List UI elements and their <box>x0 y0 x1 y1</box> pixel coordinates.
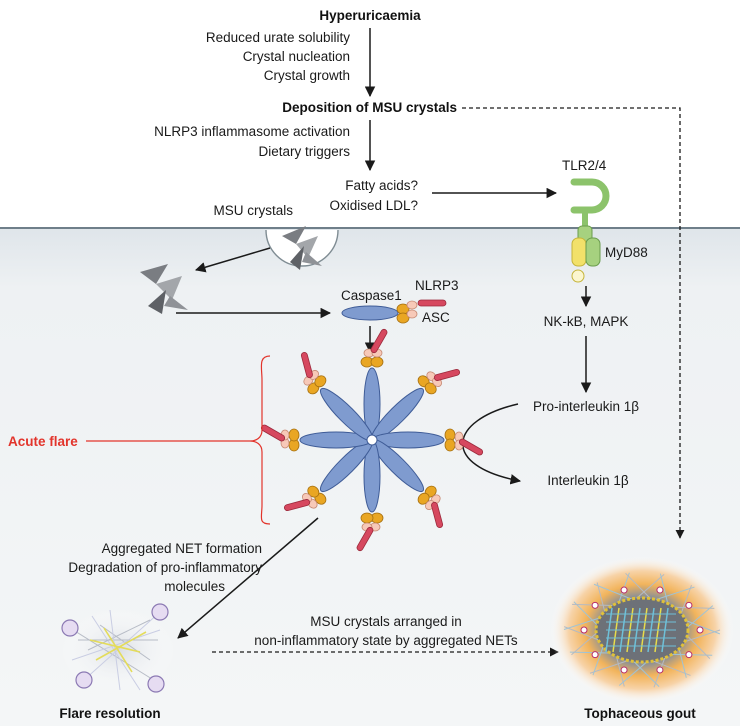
asc-unit <box>288 428 300 442</box>
crystal-shard <box>282 226 306 244</box>
asc-unit <box>396 312 410 324</box>
crystal-shard <box>148 290 166 314</box>
asc-unit <box>360 512 374 524</box>
net-fibre <box>87 619 151 651</box>
crystal-shard <box>164 296 188 310</box>
arrow-crystals-released <box>194 247 271 273</box>
net-fibre <box>99 624 151 661</box>
net-fibres <box>69 609 161 691</box>
myd88-green <box>585 237 601 267</box>
tophus-cell <box>685 651 693 659</box>
tophus-cell <box>591 651 599 659</box>
tophus-cell <box>580 626 588 634</box>
dashed-arrow-to-tophaceous <box>462 107 685 539</box>
nlrp3-unit <box>417 299 447 307</box>
deposition-title: Deposition of MSU crystals <box>282 100 457 115</box>
phagosome <box>265 226 339 270</box>
arranged-line-2: non-inflammatory state by aggregated NET… <box>254 633 518 648</box>
top-step-3: Crystal growth <box>264 68 350 83</box>
crystal-shard <box>156 276 182 300</box>
net-fibre <box>69 627 161 685</box>
signal-label: NK-kB, MAPK <box>544 314 629 329</box>
tlr-hook <box>570 178 610 214</box>
myd88-label: MyD88 <box>605 245 648 260</box>
asc-unit <box>370 356 384 368</box>
msu-needle <box>103 627 133 673</box>
inflammasome-assembly <box>260 328 484 552</box>
nlrp3-unit <box>300 351 313 379</box>
msu-needle <box>95 631 147 661</box>
myd88-adaptor: MyD88 <box>571 237 648 283</box>
neutrophil <box>75 671 93 689</box>
deposition-step-2: Dietary triggers <box>258 144 350 159</box>
trigger-fatty-acids: Fatty acids? <box>345 178 418 193</box>
tophus <box>550 556 734 704</box>
deposition-step-1: NLRP3 inflammasome activation <box>154 124 350 139</box>
top-step-2: Crystal nucleation <box>243 49 350 64</box>
myd88-yellow <box>571 237 587 267</box>
crystal-shard <box>302 252 322 266</box>
wheel-spoke <box>260 424 373 452</box>
inflammasome: Caspase1 NLRP3 ASC <box>341 278 459 325</box>
neutrophil <box>61 619 79 637</box>
acute-flare-annotation: Acute flare <box>8 355 271 525</box>
tophus-cell <box>685 601 693 609</box>
asc-unit <box>444 438 456 452</box>
tophus-cell <box>591 601 599 609</box>
nlrp3-unit <box>433 368 461 381</box>
asc-label: ASC <box>422 310 450 325</box>
nlrp3-unit <box>431 501 444 529</box>
wheel-spoke <box>300 351 374 442</box>
acute-flare-label: Acute flare <box>8 434 78 449</box>
nlrp3-label: NLRP3 <box>415 278 459 293</box>
tophus-crystals <box>580 586 704 674</box>
net-line-1: Aggregated NET formation <box>102 541 262 556</box>
tophus-cell <box>656 586 664 594</box>
msu-crystal-cluster-cytosol <box>140 264 188 314</box>
hyperuricaemia-title: Hyperuricaemia <box>319 8 421 23</box>
wheel-spoke <box>370 368 461 442</box>
arranged-line-1: MSU crystals arranged in <box>310 614 462 629</box>
msu-crystals-label: MSU crystals <box>213 203 293 218</box>
nlrp3-pyrin <box>406 309 418 319</box>
arrow-to-resolution <box>177 517 319 639</box>
nlrp3-pyrin <box>406 300 418 310</box>
wheel-spoke <box>283 438 374 512</box>
tophus-cell <box>620 586 628 594</box>
flare-resolution-label: Flare resolution <box>59 706 160 721</box>
crystal-shard <box>296 236 318 258</box>
il1b-label: Interleukin 1β <box>547 473 629 488</box>
tophus-cell <box>696 626 704 634</box>
wheel-hub <box>366 434 378 446</box>
caspase1-unit <box>341 305 399 321</box>
net-fibre <box>91 615 141 691</box>
crystal-shard <box>140 264 168 284</box>
net-line-2: Degradation of pro-inflammatory <box>68 560 262 575</box>
caspase1-label: Caspase1 <box>341 288 402 303</box>
top-step-1: Reduced urate solubility <box>206 30 350 45</box>
net-fibre <box>71 629 161 661</box>
wheel-spoke <box>370 438 444 529</box>
aggregated-net-cluster <box>60 603 176 693</box>
neutrophil <box>151 603 169 621</box>
msu-crystal-cluster-vesicle <box>282 226 322 270</box>
tlr-label: TLR2/4 <box>562 158 607 173</box>
nlrp3-unit <box>370 328 388 354</box>
net-line-3: molecules <box>164 579 225 594</box>
tophaceous-gout-label: Tophaceous gout <box>584 706 696 721</box>
nlrp3-unit <box>283 499 311 512</box>
neutrophil <box>147 675 165 693</box>
myd88-circle <box>571 269 585 283</box>
tophus-cell <box>620 666 628 674</box>
nlrp3-unit <box>458 438 484 456</box>
trigger-oxidised-ldl: Oxidised LDL? <box>329 198 418 213</box>
pro-il1b-label: Pro-interleukin 1β <box>533 399 639 414</box>
nlrp3-unit <box>356 526 374 552</box>
crystal-shard <box>290 246 304 270</box>
tophus-cell <box>656 666 664 674</box>
wheel-spoke <box>371 428 484 456</box>
wheel-spoke <box>356 439 384 552</box>
